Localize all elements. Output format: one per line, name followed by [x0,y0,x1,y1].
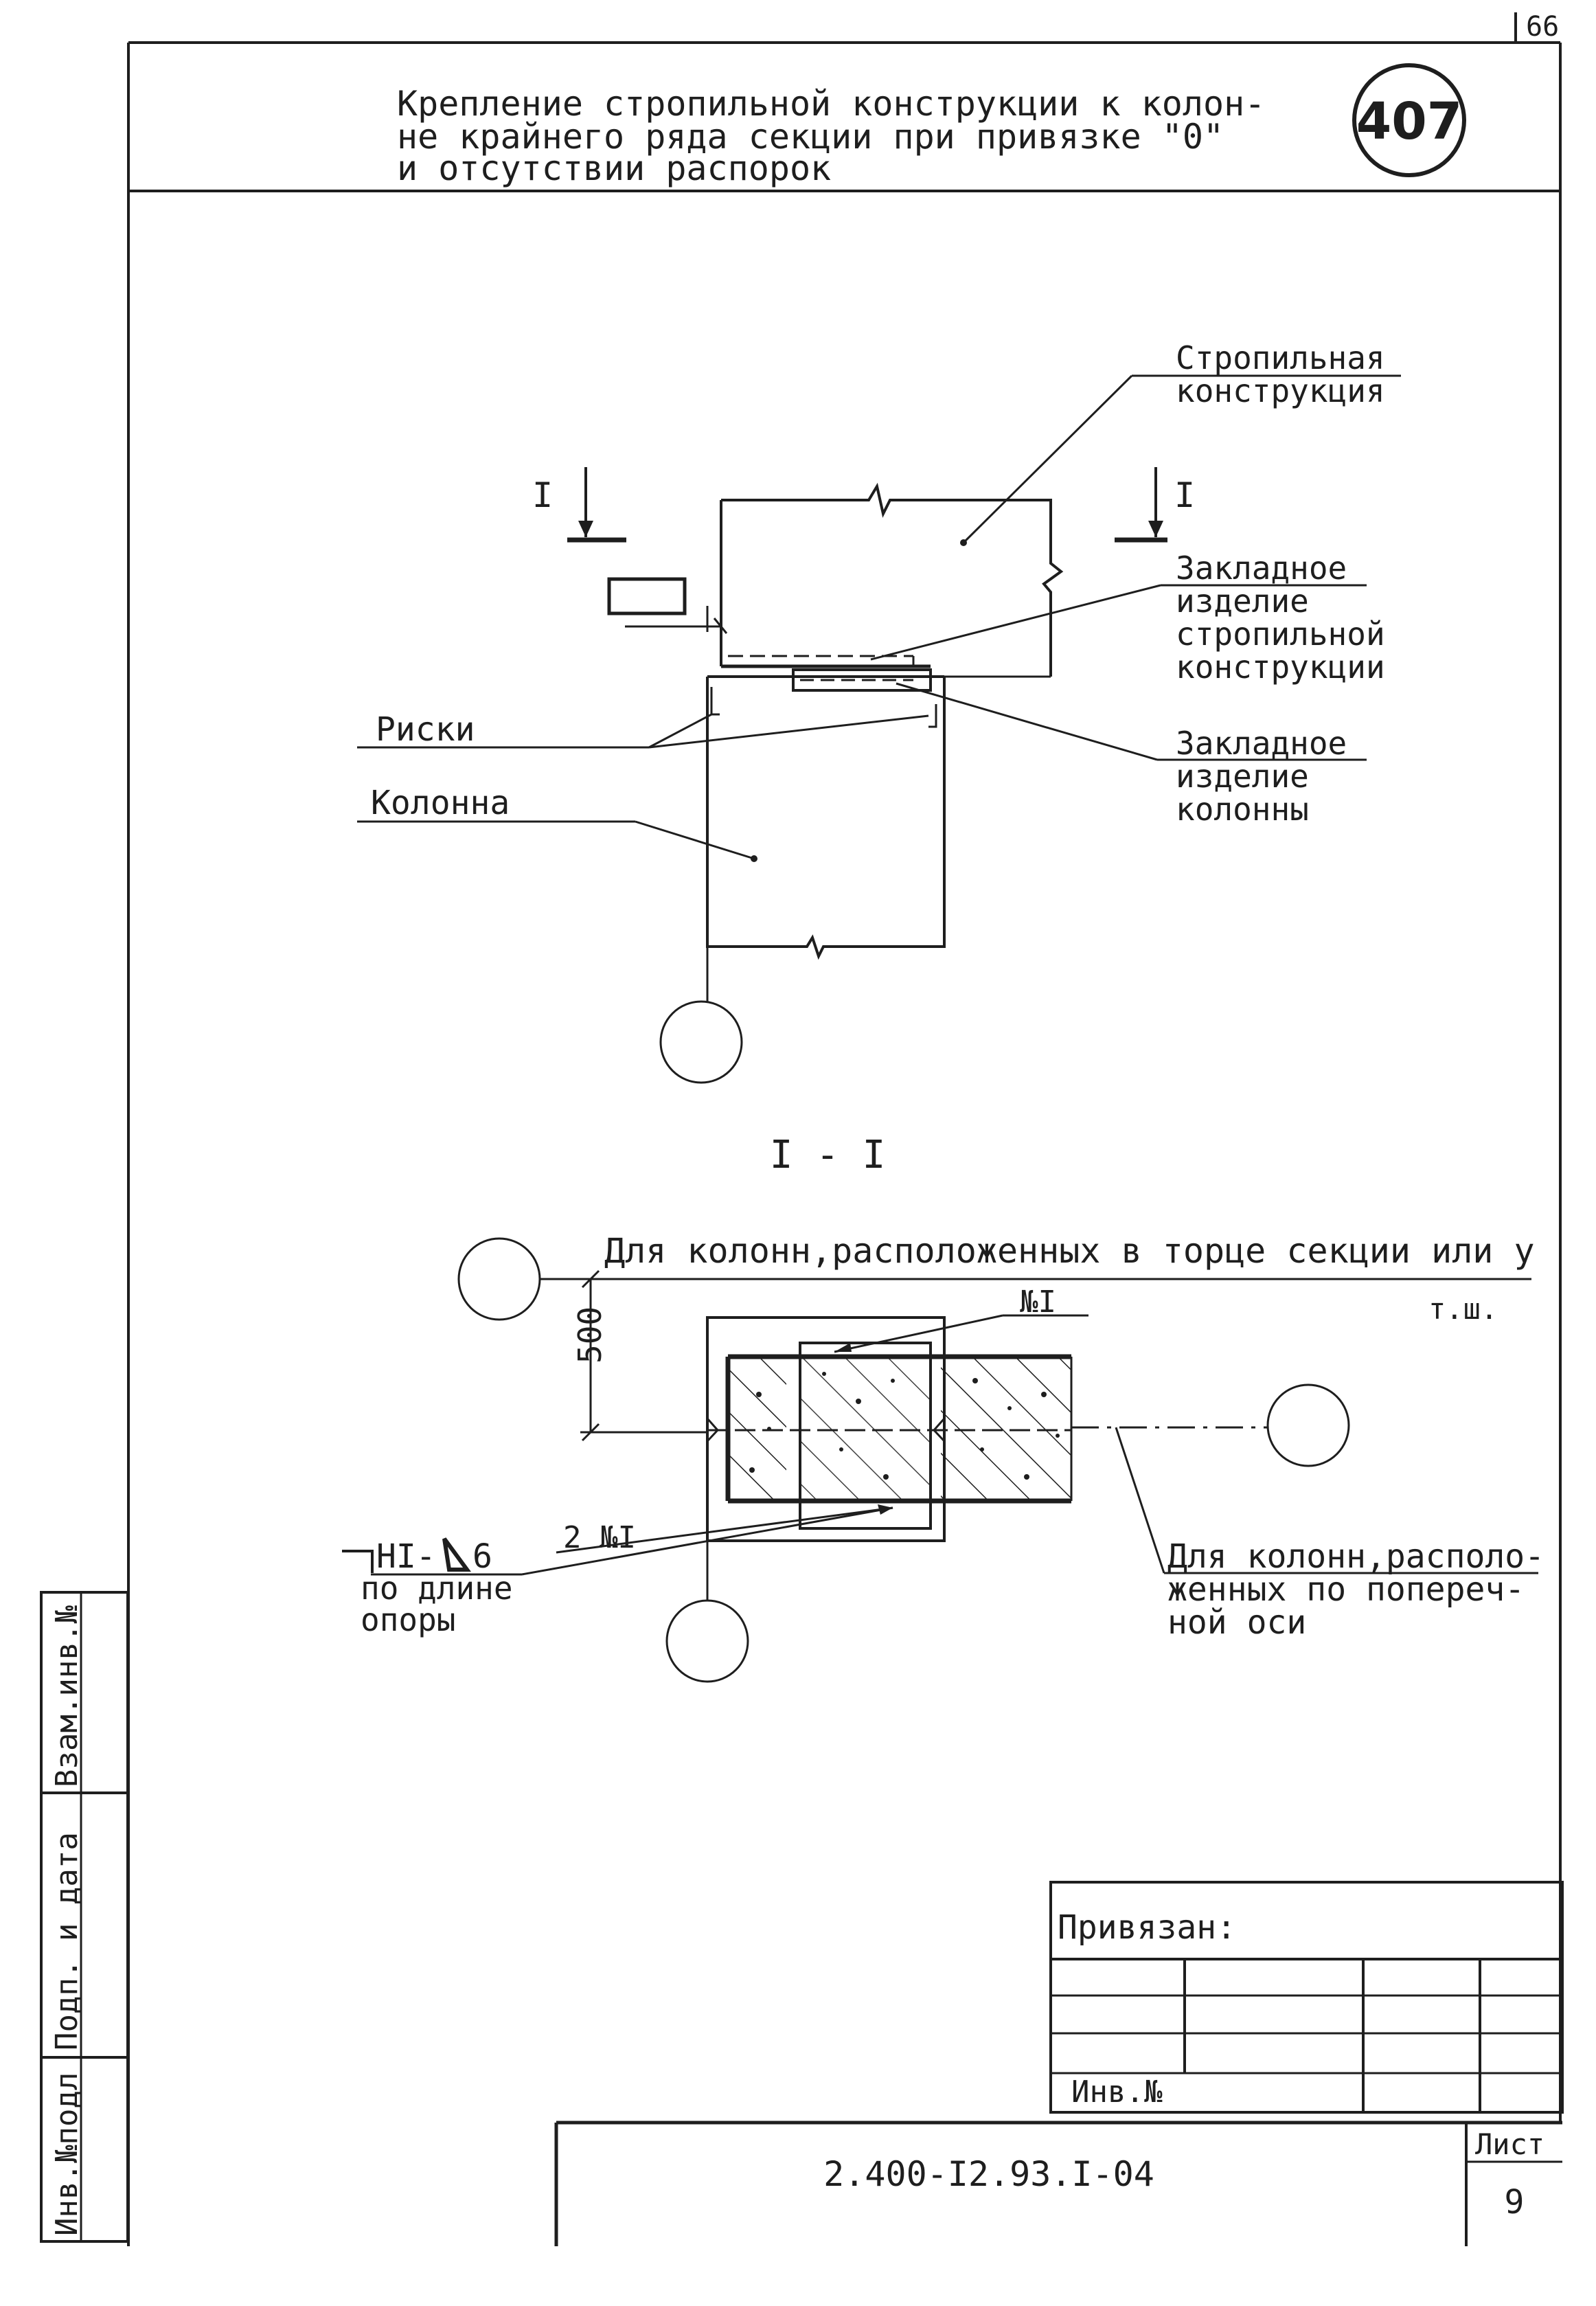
leader-truss-embed: Закладное изделие стропильной конструкци… [870,550,1385,686]
label-truss-1: Стропильная [1176,339,1385,376]
weld-line-3: опоры [361,1601,455,1638]
note-right: Для колонн,располо- женных по попереч- н… [1115,1427,1544,1642]
side-field-podp: Подп. и дата [49,1832,84,2050]
side-field-inv: Инв.№подл [49,2072,84,2236]
leader-column-embed: Закладное изделие колонны [896,682,1367,828]
title-block: Крепление стропильной конструкции к коло… [397,63,1466,188]
embed-plate-hatch [801,1358,929,1500]
label-column: Колонна [371,784,510,822]
bound-label: Привязан: [1058,1908,1236,1947]
leader-truss: Стропильная конструкция [960,339,1401,546]
title-line-1: Крепление стропильной конструкции к коло… [397,84,1265,124]
drawing-number-circle [1352,63,1466,177]
side-field-vzam: Взам.инв.№ [49,1605,84,1787]
binding-tick-2 [713,618,728,634]
title-stamp: 2.400-I2.93.I-04 Лист 9 [554,2121,1562,2246]
sheet-number: 9 [1505,2183,1525,2222]
embed-plate-outline [799,1342,932,1530]
note-top-line-1: Для колонн,расположенных в торце секции … [604,1231,1535,1271]
axis-circle-bottom [665,1599,749,1683]
note-top-line-2: т.ш. [1428,1292,1498,1326]
label-embed-truss-4: конструкции [1176,648,1385,686]
elevation-view: I I Стропильная конструкция Закладное из… [357,339,1401,1084]
axis-marker-circle [659,1000,743,1084]
weld-note: НI- 6 по длине опоры [342,1506,893,1638]
label-truss-2: конструкция [1176,372,1385,409]
label-embed-truss-3: стропильной [1176,615,1385,653]
leader-column: Колонна [357,784,757,862]
column-outline [706,677,946,960]
drawing-code: 2.400-I2.93.I-04 [823,2154,1154,2194]
plan-symbol [607,577,687,615]
leader-marks: Риски [357,710,929,749]
label-embed-col-1: Закладное [1176,725,1347,762]
label-embed-col-2: изделие [1176,758,1309,795]
note-right-line-3: ной оси [1167,1603,1306,1642]
drawing-number: 407 [1356,92,1462,151]
note-right-line-2: женных по попереч- [1167,1570,1525,1609]
section-title: I - I [770,1133,886,1177]
weld-label: НI- [376,1537,436,1576]
label-embed-truss-2: изделие [1176,583,1309,620]
sheet-label: Лист [1475,2127,1544,2161]
section-mark-left-label: I [532,475,553,515]
weld-line-2: по длине [361,1570,513,1607]
column-embed-plate [792,668,932,692]
ref-top-label: №I [1020,1285,1056,1320]
weld-size: 6 [472,1537,492,1576]
break-mark-right [932,1418,946,1443]
truss-section-hatch-right [941,1357,1071,1501]
title-line-3: и отсутствии распорок [397,148,831,188]
title-line-2: не крайнего ряда секции при привязке "0" [397,117,1224,157]
inv-label: Инв.№ [1071,2075,1163,2110]
note-right-line-1: Для колонн,располо- [1167,1537,1544,1576]
ref-bottom: 2 №I [556,1504,893,1555]
label-marks: Риски [376,710,475,749]
marking-left [710,687,720,716]
section-mark-right: I [1115,467,1195,543]
marking-right [928,704,937,728]
weld-flag [342,1550,374,1573]
truss-outline [721,482,1064,677]
label-embed-col-3: колонны [1176,791,1309,828]
ref-top: №I [834,1285,1088,1353]
weld-triangle-icon [442,1537,471,1572]
bound-table: Привязан: Инв.№ [1049,1881,1564,2114]
section-mark-right-label: I [1174,475,1195,515]
section-mark-left: I [532,467,626,543]
truss-section-hatch-left [728,1357,786,1501]
dimension-500-label: 500 [571,1307,608,1364]
break-mark-left [706,1418,720,1443]
label-embed-truss-1: Закладное [1176,550,1347,587]
page-number: 66 [1526,11,1559,43]
axis-circle-top [457,1237,541,1321]
side-stamp: Взам.инв.№ Подп. и дата Инв.№подл [40,1591,129,2243]
section-view: I - I [342,1133,1544,1683]
dimension-500: 500 [571,1269,707,1442]
axis-circle-right [1266,1383,1350,1467]
